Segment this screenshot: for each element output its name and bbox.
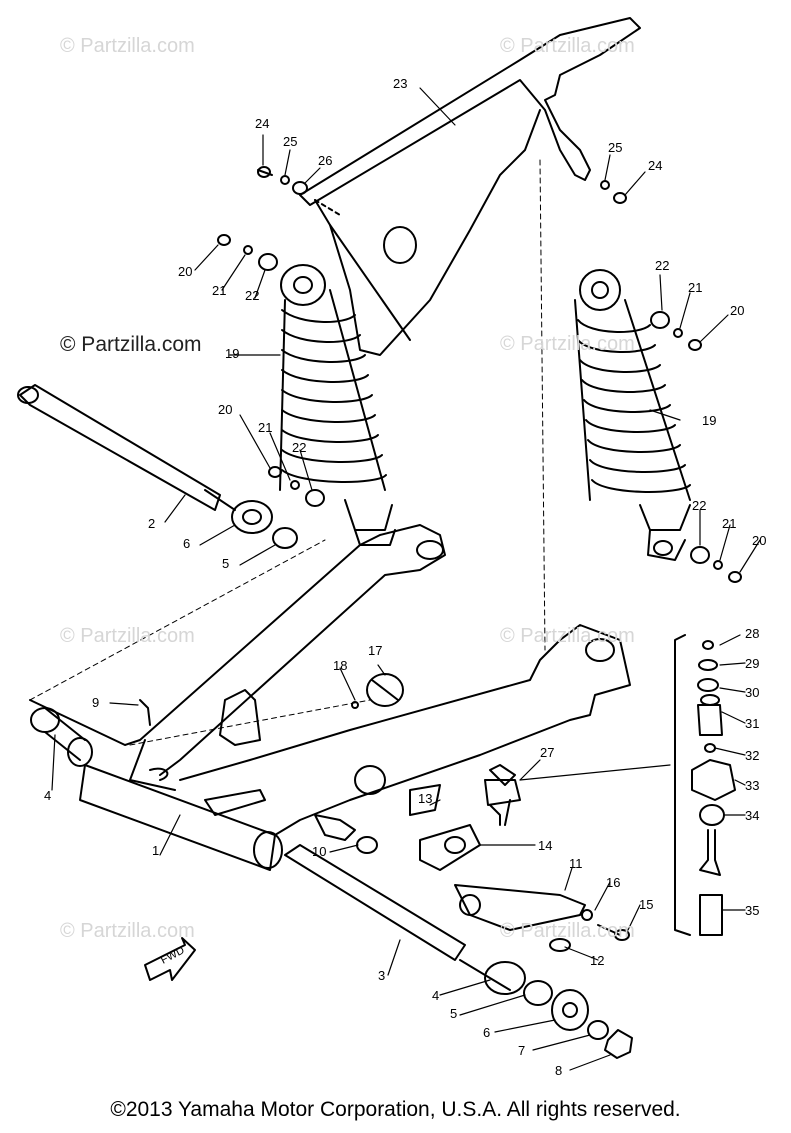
callout-23: 23 (393, 76, 407, 91)
callout-11: 11 (569, 856, 583, 871)
construction-lines (29, 159, 546, 746)
callout-20: 20 (752, 533, 766, 548)
callout-6: 6 (183, 536, 190, 551)
watermark-7: © Partzilla.com (60, 920, 195, 942)
callout-10: 10 (312, 844, 326, 859)
callout-21: 21 (722, 516, 736, 531)
callout-14: 14 (538, 838, 552, 853)
callout-labels: 1234455667891011121314151617181919202020… (44, 76, 766, 1078)
left-shock (279, 264, 396, 546)
callout-5: 5 (450, 1006, 457, 1021)
callout-2: 2 (148, 516, 155, 531)
leader-lines (51, 87, 761, 1071)
fwd-label: FWD (159, 944, 187, 966)
upper-bracket (299, 17, 641, 356)
callout-4: 4 (432, 988, 439, 1003)
callout-16: 16 (606, 875, 620, 890)
callout-22: 22 (655, 258, 669, 273)
callout-18: 18 (333, 658, 347, 673)
callout-21: 21 (688, 280, 702, 295)
callout-20: 20 (178, 264, 192, 279)
callout-31: 31 (745, 716, 759, 731)
callout-22: 22 (292, 440, 306, 455)
callout-1: 1 (152, 843, 159, 858)
callout-19: 19 (702, 413, 716, 428)
callout-22: 22 (692, 498, 706, 513)
callout-34: 34 (745, 808, 759, 823)
watermark-2: © Partzilla.com (500, 35, 635, 57)
callout-4: 4 (44, 788, 51, 803)
left-bushing (30, 707, 93, 767)
upper-bolts (139, 166, 742, 726)
watermark-4: © Partzilla.com (500, 333, 635, 355)
callout-21: 21 (258, 420, 272, 435)
callout-35: 35 (745, 903, 759, 918)
callout-6: 6 (483, 1025, 490, 1040)
callout-20: 20 (218, 402, 232, 417)
callout-12: 12 (590, 953, 604, 968)
callout-15: 15 (639, 897, 653, 912)
parts-stack (674, 634, 736, 936)
callout-22: 22 (245, 288, 259, 303)
watermark-1: © Partzilla.com (60, 35, 195, 57)
callout-19: 19 (225, 346, 239, 361)
callout-5: 5 (222, 556, 229, 571)
fwd-arrow (144, 937, 196, 981)
callout-25: 25 (608, 140, 622, 155)
callout-17: 17 (368, 643, 382, 658)
pivot-shaft (17, 384, 298, 549)
callout-32: 32 (745, 748, 759, 763)
callout-3: 3 (378, 968, 385, 983)
brake-switch (484, 764, 521, 826)
watermark-5: © Partzilla.com (60, 625, 195, 647)
callout-33: 33 (745, 778, 759, 793)
callout-29: 29 (745, 656, 759, 671)
watermark-8: © Partzilla.com (500, 920, 635, 942)
copyright-notice: ©2013 Yamaha Motor Corporation, U.S.A. A… (110, 1098, 681, 1121)
brake-linkage (314, 673, 630, 952)
swing-arm (29, 524, 631, 871)
callout-25: 25 (283, 134, 297, 149)
callout-9: 9 (92, 695, 99, 710)
callout-13: 13 (418, 791, 432, 806)
callout-27: 27 (540, 745, 554, 760)
callout-28: 28 (745, 626, 759, 641)
watermark-6: © Partzilla.com (500, 625, 635, 647)
lower-axle (284, 844, 633, 1059)
callout-21: 21 (212, 283, 226, 298)
callout-24: 24 (255, 116, 269, 131)
callout-8: 8 (555, 1063, 562, 1078)
watermark-3: © Partzilla.com (60, 333, 202, 356)
callout-26: 26 (318, 153, 332, 168)
callout-30: 30 (745, 685, 759, 700)
right-shock (574, 269, 691, 561)
callout-24: 24 (648, 158, 662, 173)
callout-7: 7 (518, 1043, 525, 1058)
callout-20: 20 (730, 303, 744, 318)
